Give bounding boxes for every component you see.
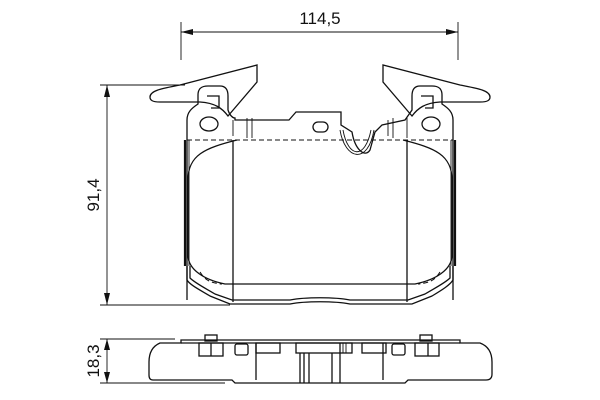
width-label: 114,5 <box>299 9 340 28</box>
thickness-label: 18,3 <box>84 344 103 377</box>
thickness-dimension: 18,3 <box>84 338 225 384</box>
pad-front-view <box>149 64 491 305</box>
width-dimension: 114,5 <box>180 9 459 60</box>
pad-side-view <box>148 334 493 384</box>
height-dimension: 91,4 <box>84 84 230 306</box>
height-label: 91,4 <box>84 178 103 211</box>
